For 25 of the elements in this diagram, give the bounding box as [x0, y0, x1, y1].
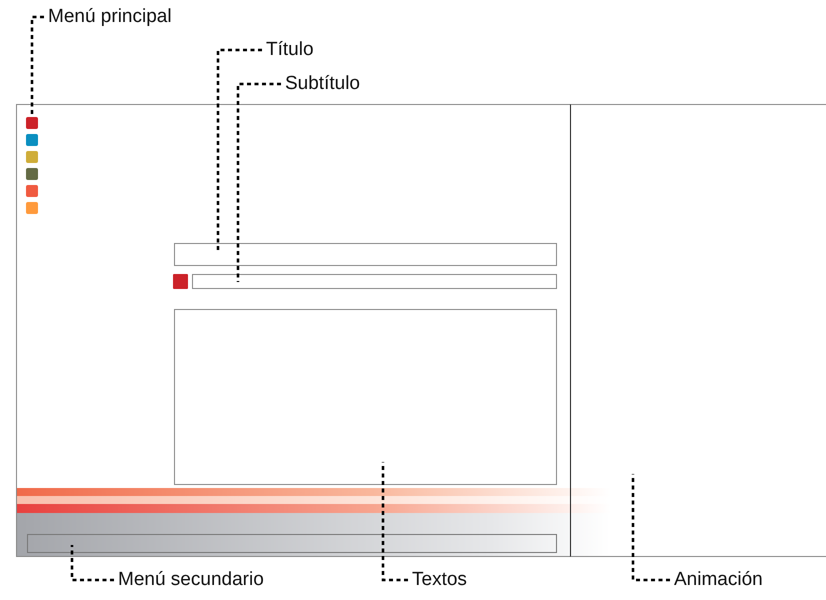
menu-square	[26, 151, 38, 163]
content-panel	[16, 104, 571, 557]
leader-line	[30, 16, 44, 117]
callout-label: Textos	[412, 567, 467, 593]
menu-square	[26, 202, 38, 214]
secondary-menu-bar	[27, 534, 557, 553]
text-area	[174, 309, 557, 485]
menu-square	[26, 168, 38, 180]
leader-line	[216, 48, 262, 252]
subtitle-field	[192, 274, 557, 289]
menu-square	[26, 117, 38, 129]
animation-panel	[570, 104, 826, 557]
leader-line	[632, 474, 670, 582]
menu-square	[26, 185, 38, 197]
callout-label: Menú secundario	[118, 567, 264, 593]
callout-label: Subtítulo	[285, 71, 360, 97]
callout-label: Menú principal	[48, 4, 172, 30]
callout-label: Animación	[674, 567, 763, 593]
leader-line	[70, 545, 114, 582]
title-field	[174, 243, 557, 266]
subtitle-marker	[173, 274, 188, 289]
callout-label: Título	[266, 37, 314, 63]
leader-line	[236, 82, 281, 282]
leader-line	[382, 462, 408, 582]
menu-square	[26, 134, 38, 146]
